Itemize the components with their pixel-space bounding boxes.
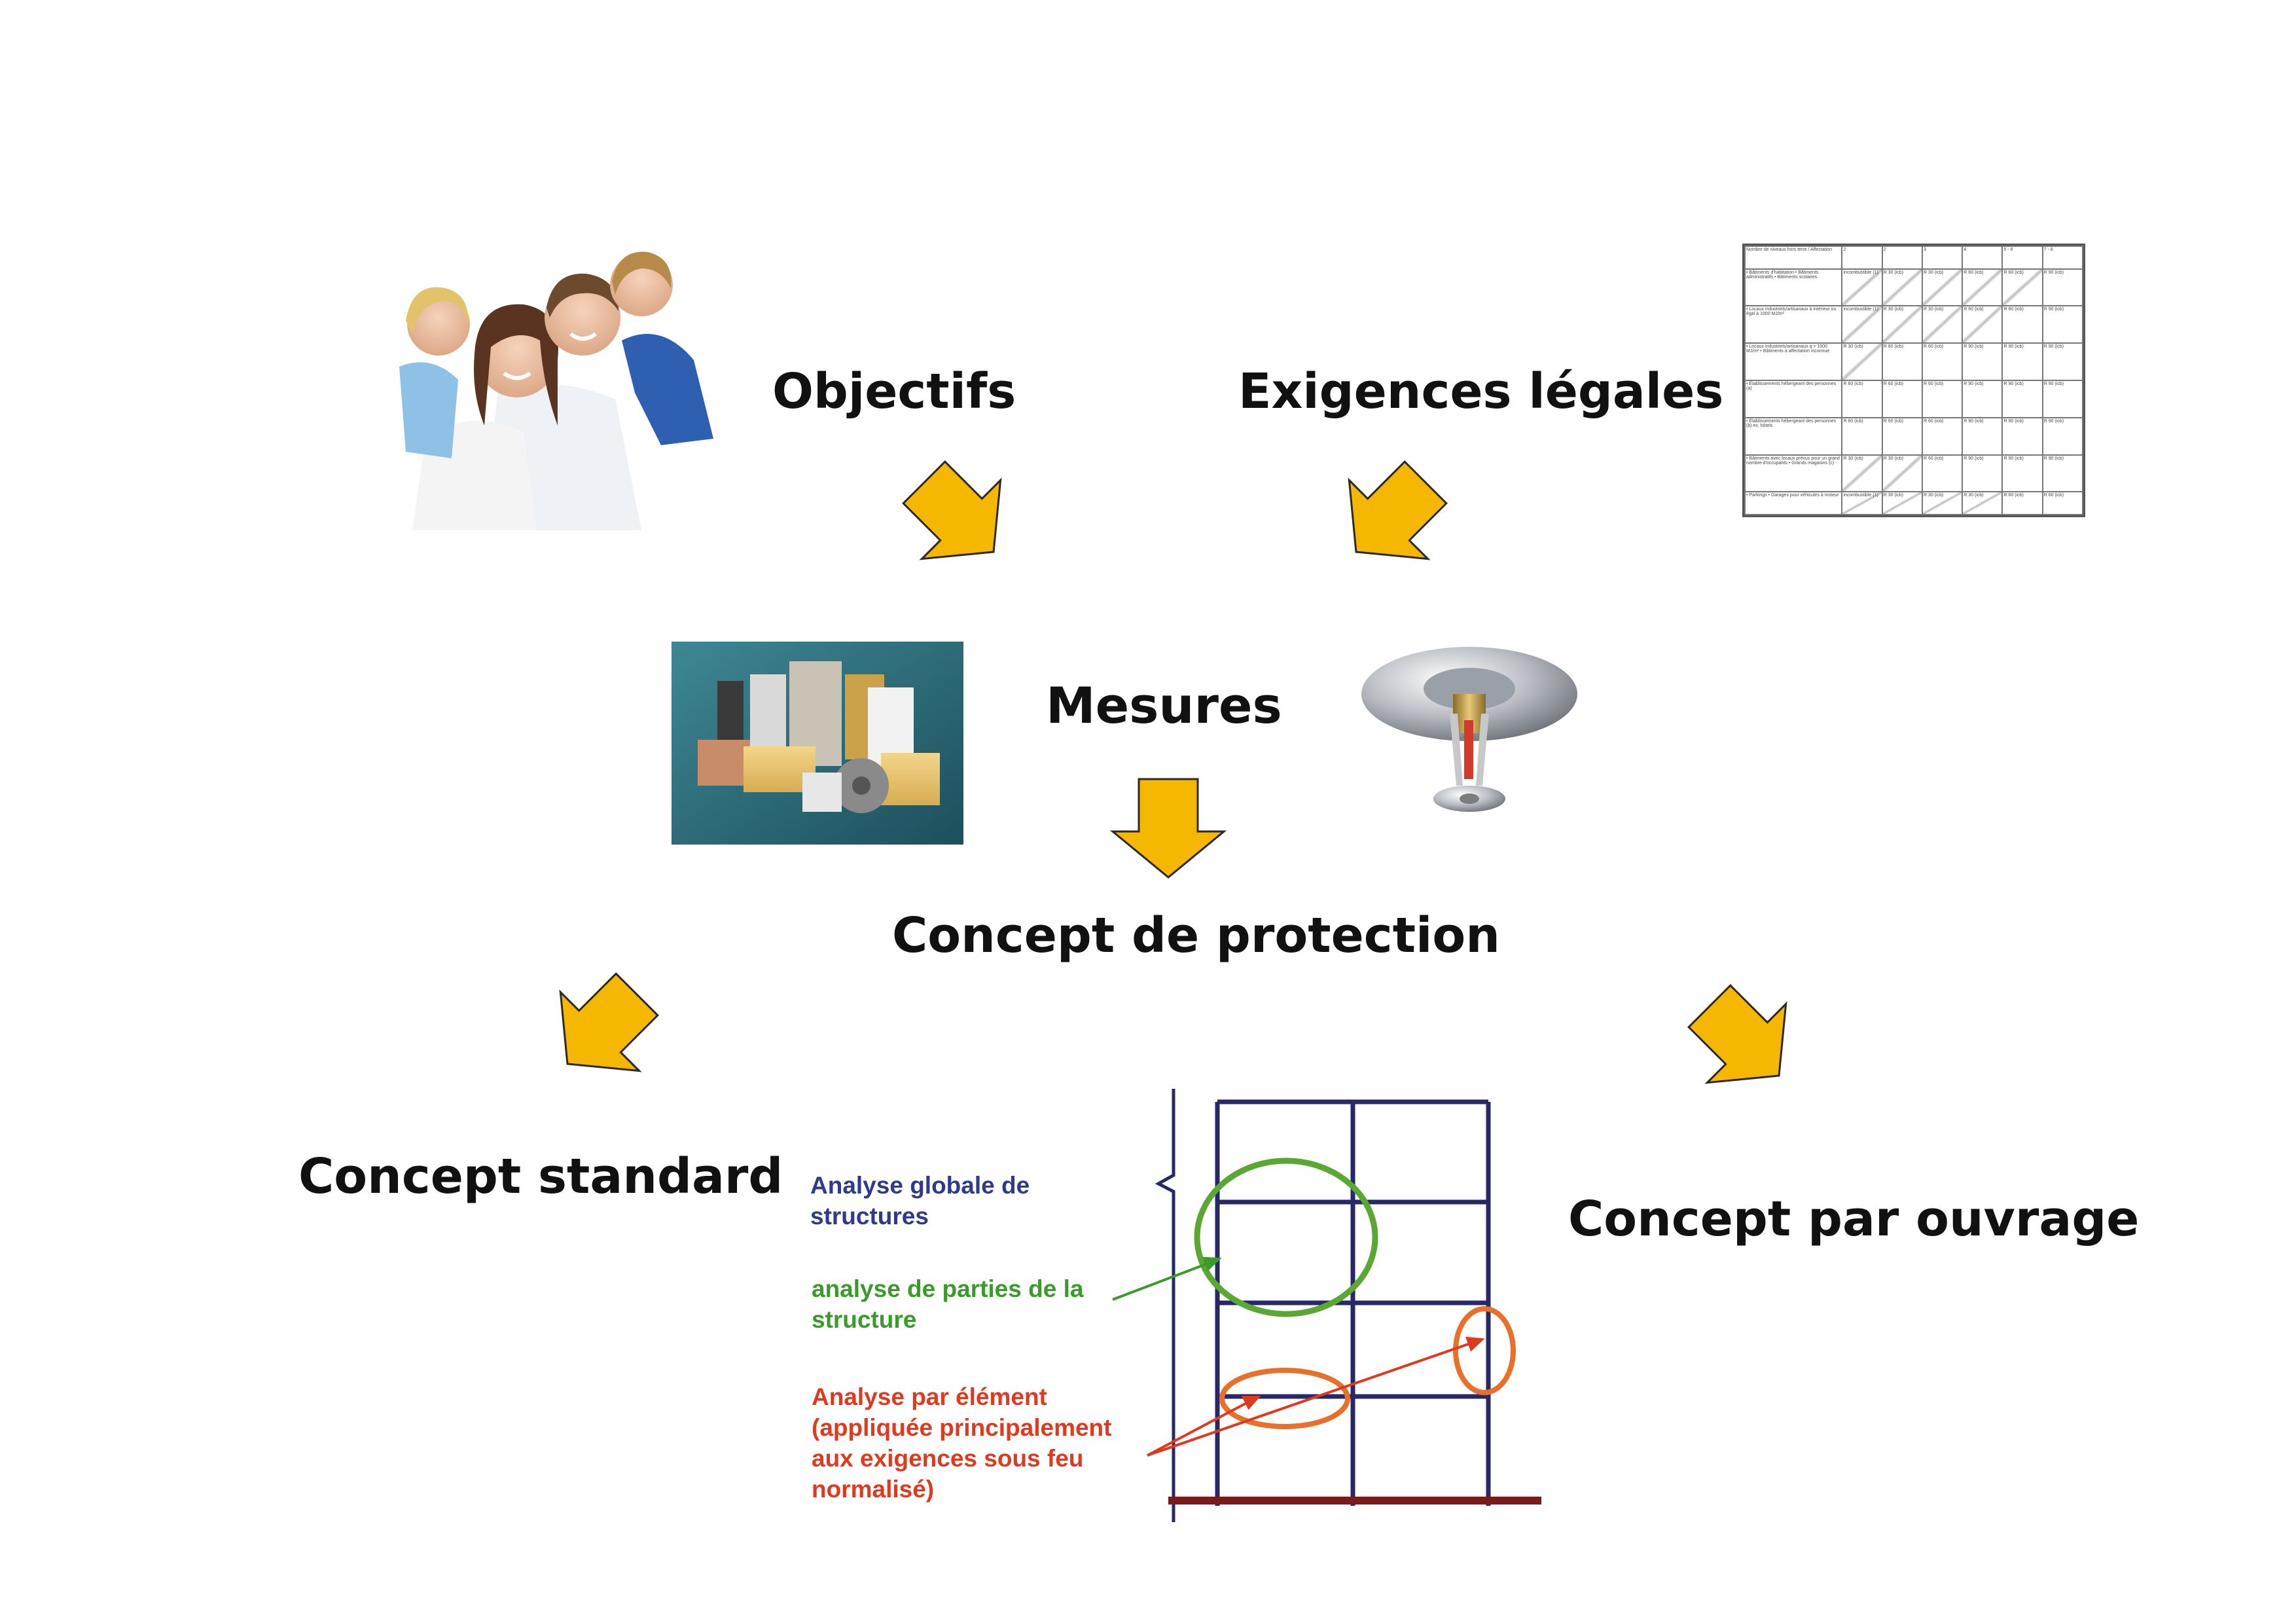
annotation-line: structure [812,1306,917,1333]
table-cell: R 90 (icb) [2041,416,2084,456]
analyse-globale-annotation: Analyse globale de structures [810,1170,1030,1231]
table-cell: incombustible (1) [1841,268,1883,307]
table-cell: R 60 (icb) [1921,379,1964,418]
table-cell: R 90 (icb) [1962,342,2003,381]
table-header-cell: 2 [1841,246,1883,270]
table-cell: R 30 (icb) [1881,491,1923,515]
table-cell: R 60 (icb) [1962,305,2003,344]
mesures-label: Mesures [1046,676,1282,735]
table-cell: R 30 (icb) [1881,268,1923,307]
family-photo [399,251,713,530]
orange-ellipse-column [1453,1306,1516,1395]
table-cell: R 90 (icb) [2001,342,2043,381]
table-cell: R 60 (icb) [2001,491,2043,515]
red-pointer-arrows [1147,1336,1485,1457]
table-cell: R 60 (icb) [1881,379,1923,418]
table-cell: R 60 (icb) [1921,342,1964,381]
table-cell: R 60 (icb) [1881,342,1923,381]
table-cell: • Établissements hébergeant des personne… [1744,416,1843,456]
table-cell: • Locaux industriels/artisanaux q > 1000… [1744,342,1843,381]
table-cell: R 90 (icb) [2041,268,2084,307]
table-cell: R 60 (icb) [2041,491,2084,515]
table-cell: R 30 (icb) [1921,268,1964,307]
table-cell: R 60 (icb) [2001,268,2043,307]
table-cell: R 60 (icb) [1841,379,1883,418]
table-cell: R 90 (icb) [2041,342,2084,381]
annotation-line: Analyse par élément [812,1383,1047,1410]
table-cell: R 90 (icb) [2041,454,2084,493]
table-cell: R 30 (icb) [1841,342,1883,381]
annotation-line: normalisé) [812,1476,935,1503]
concept-par-ouvrage-label: Concept par ouvrage [1568,1191,2140,1247]
annotation-line: aux exigences sous feu [812,1445,1084,1472]
exigences-legales-label: Exigences légales [1238,363,1724,420]
table-header-cell: 5 - 8 [2001,246,2043,270]
green-ellipse [1194,1158,1378,1317]
table-cell: R 60 (icb) [1841,416,1883,456]
table-cell: incombustible (1) [1841,305,1883,344]
table-cell: incombustible (1) [1841,491,1883,515]
annotation-line: (appliquée principalement [812,1414,1112,1441]
insulation-materials-photo [672,642,963,845]
table-cell: R 30 (icb) [1841,454,1883,493]
table-cell: • Bâtiments avec locaux prévus pour un g… [1744,454,1843,493]
concept-standard-label: Concept standard [298,1148,783,1205]
table-header-cell: Nombre de niveaux hors terre / Affectati… [1744,246,1843,270]
table-header-cell: 2 [1881,246,1923,270]
table-cell: • Parkings • Garages pour véhicules à mo… [1744,491,1843,515]
table-cell: R 90 (icb) [2001,454,2043,493]
table-header-cell: 4 [1962,246,2003,270]
table-cell: R 60 (icb) [1921,454,1964,493]
objectifs-label: Objectifs [772,363,1016,420]
table-cell: • Établissements hébergeant des personne… [1744,379,1843,418]
table-header-cell: 7 - 8 [2041,246,2084,270]
table-cell: R 60 (icb) [1921,416,1964,456]
table-cell: R 90 (icb) [1962,379,2003,418]
orange-ellipse-beam [1219,1368,1350,1429]
table-cell: R 30 (icb) [1881,454,1923,493]
sprinkler-photo [1361,647,1577,812]
green-pointer-arrow [1112,1256,1222,1301]
table-cell: R 90 (icb) [2041,379,2084,418]
regulations-table: Nombre de niveaux hors terre / Affectati… [1742,244,2085,517]
brace-line [1155,1089,1175,1522]
analyse-parties-annotation: analyse de parties de la structure [812,1273,1083,1335]
table-cell: R 30 (icb) [1881,305,1923,344]
table-cell: R 90 (icb) [2001,379,2043,418]
table-cell: R 90 (icb) [1962,454,2003,493]
annotation-line: Analyse globale de [810,1172,1030,1199]
table-cell: R 30 (icb) [1962,491,2003,515]
annotation-line: analyse de parties de la [812,1275,1084,1302]
table-cell: R 60 (icb) [1881,416,1923,456]
concept-de-protection-label: Concept de protection [892,907,1500,964]
annotation-line: structures [810,1203,929,1230]
table-header-cell: 3 [1921,246,1964,270]
table-cell: R 90 (icb) [2001,416,2043,456]
table-cell: R 90 (icb) [2041,305,2084,344]
table-cell: • Bâtiments d'habitation • Bâtiments adm… [1744,268,1843,307]
table-cell: R 30 (icb) [1921,491,1964,515]
building-frame [1215,1099,1491,1506]
table-cell: R 60 (icb) [2001,305,2043,344]
table-cell: R 90 (icb) [1962,416,2003,456]
table-cell: • Locaux industriels/artisanaux à intéri… [1744,305,1843,344]
table-cell: R 30 (icb) [1921,305,1964,344]
analyse-element-annotation: Analyse par élément (appliquée principal… [812,1381,1111,1504]
table-cell: R 60 (icb) [1962,268,2003,307]
